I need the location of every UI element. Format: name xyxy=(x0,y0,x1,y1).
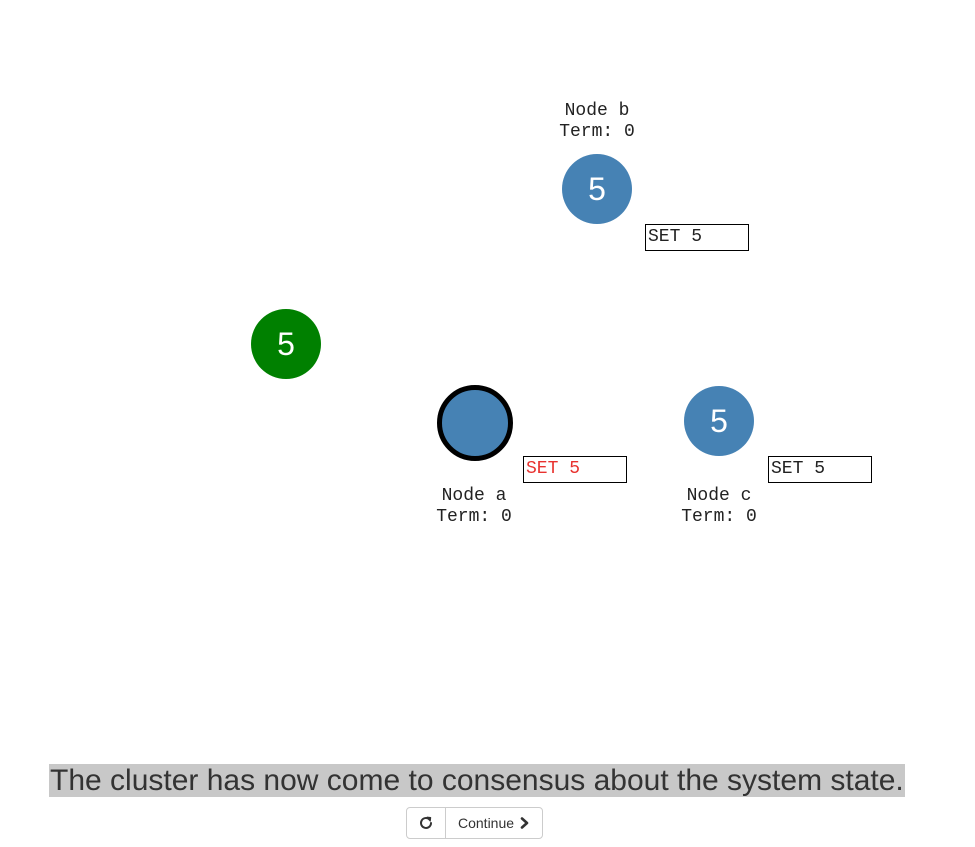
restart-button[interactable] xyxy=(407,808,446,838)
node-b-name: Node b xyxy=(564,101,630,121)
client[interactable]: 5 xyxy=(251,309,321,379)
node-b-log-entry: SET 5 xyxy=(645,224,749,251)
node-b-term: Term: 0 xyxy=(559,122,635,142)
continue-button[interactable]: Continue xyxy=(446,808,542,838)
node-a-term: Term: 0 xyxy=(436,507,512,527)
chevron-right-icon xyxy=(520,817,529,829)
node-b[interactable]: 5 xyxy=(562,154,632,224)
node-c-value: 5 xyxy=(710,402,728,439)
node-a[interactable] xyxy=(437,385,513,461)
node-c-label: Node c Term: 0 xyxy=(649,486,789,528)
node-a-name: Node a xyxy=(441,486,507,506)
node-b-value: 5 xyxy=(588,170,606,207)
node-c-name: Node c xyxy=(686,486,752,506)
client-value: 5 xyxy=(277,325,295,362)
node-c-term: Term: 0 xyxy=(681,507,757,527)
node-a-log-entry: SET 5 xyxy=(523,456,627,483)
restart-icon xyxy=(420,816,432,829)
node-c-log-entry: SET 5 xyxy=(768,456,872,483)
node-b-label: Node b Term: 0 xyxy=(527,101,667,143)
step-caption: The cluster has now come to consensus ab… xyxy=(49,764,905,797)
continue-label: Continue xyxy=(458,815,515,831)
node-a-label: Node a Term: 0 xyxy=(404,486,544,528)
playback-controls: Continue xyxy=(406,807,544,839)
node-c[interactable]: 5 xyxy=(684,386,754,456)
